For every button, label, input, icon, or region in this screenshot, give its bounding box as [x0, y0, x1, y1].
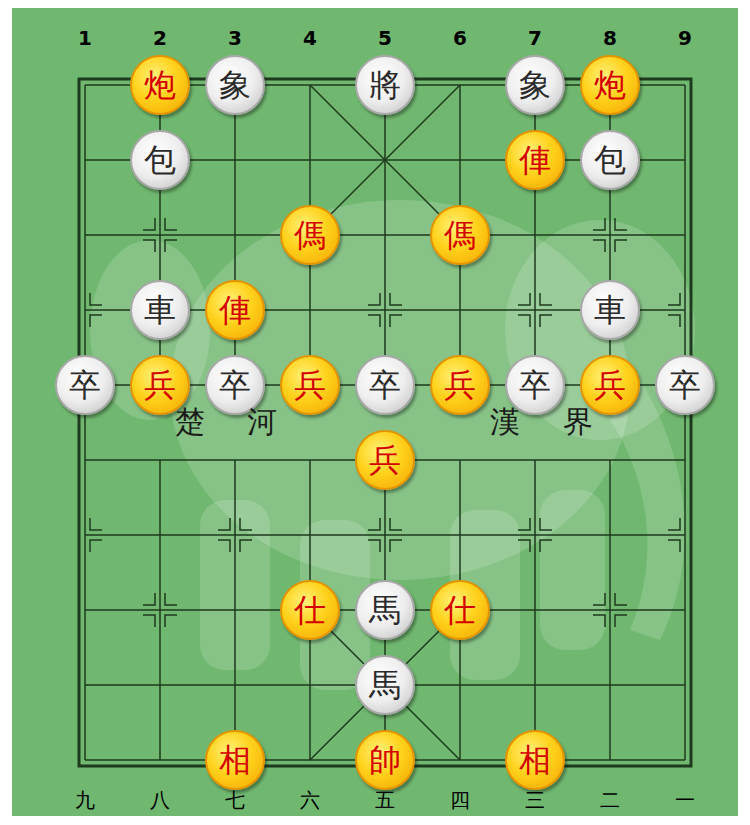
black-piece: 卒 — [355, 355, 415, 415]
piece-label: 馬 — [369, 594, 401, 626]
red-piece: 傌 — [430, 205, 490, 265]
river-text: 漢 — [490, 407, 520, 437]
black-piece: 象 — [205, 55, 265, 115]
red-piece: 兵 — [130, 355, 190, 415]
file-numeral: 四 — [450, 790, 470, 810]
black-piece: 包 — [580, 130, 640, 190]
piece-label: 傌 — [294, 219, 326, 251]
black-piece: 包 — [130, 130, 190, 190]
piece-label: 馬 — [369, 669, 401, 701]
piece-label: 包 — [144, 144, 176, 176]
piece-label: 象 — [519, 69, 551, 101]
piece-label: 卒 — [369, 369, 401, 401]
piece-label: 卒 — [69, 369, 101, 401]
red-piece: 兵 — [280, 355, 340, 415]
board-ground — [12, 8, 738, 816]
black-piece: 車 — [130, 280, 190, 340]
file-number: 8 — [603, 28, 617, 48]
file-number: 6 — [453, 28, 467, 48]
piece-label: 帥 — [369, 744, 401, 776]
piece-label: 卒 — [669, 369, 701, 401]
file-numeral: 九 — [75, 790, 95, 810]
black-piece: 將 — [355, 55, 415, 115]
position-marks — [90, 218, 680, 627]
file-number: 4 — [303, 28, 317, 48]
position-mark — [90, 218, 680, 627]
red-piece: 傌 — [280, 205, 340, 265]
red-piece: 兵 — [355, 430, 415, 490]
piece-label: 卒 — [219, 369, 251, 401]
red-piece: 俥 — [505, 130, 565, 190]
piece-label: 車 — [144, 294, 176, 326]
black-piece: 車 — [580, 280, 640, 340]
red-piece: 兵 — [580, 355, 640, 415]
elephant-watermark — [90, 200, 695, 690]
piece-label: 兵 — [594, 369, 626, 401]
black-piece: 象 — [505, 55, 565, 115]
board-frame — [79, 79, 691, 766]
file-number: 9 — [678, 28, 692, 48]
black-piece: 卒 — [205, 355, 265, 415]
river-text: 界 — [563, 407, 593, 437]
file-number: 7 — [528, 28, 542, 48]
piece-label: 俥 — [519, 144, 551, 176]
black-piece: 卒 — [55, 355, 115, 415]
file-numeral: 二 — [600, 790, 620, 810]
piece-label: 兵 — [144, 369, 176, 401]
piece-label: 相 — [519, 744, 551, 776]
file-numeral: 五 — [375, 790, 395, 810]
piece-label: 象 — [219, 69, 251, 101]
red-piece: 相 — [505, 730, 565, 790]
file-number: 1 — [78, 28, 92, 48]
red-piece: 俥 — [205, 280, 265, 340]
file-numeral: 七 — [225, 790, 245, 810]
red-piece: 相 — [205, 730, 265, 790]
red-piece: 帥 — [355, 730, 415, 790]
piece-label: 包 — [594, 144, 626, 176]
file-numeral: 六 — [300, 790, 320, 810]
red-piece: 仕 — [280, 580, 340, 640]
piece-label: 兵 — [294, 369, 326, 401]
piece-label: 兵 — [444, 369, 476, 401]
black-piece: 卒 — [655, 355, 715, 415]
piece-label: 將 — [369, 69, 401, 101]
piece-label: 炮 — [594, 69, 626, 101]
file-number: 2 — [153, 28, 167, 48]
piece-label: 卒 — [519, 369, 551, 401]
piece-label: 傌 — [444, 219, 476, 251]
piece-label: 俥 — [219, 294, 251, 326]
black-piece: 卒 — [505, 355, 565, 415]
piece-label: 車 — [594, 294, 626, 326]
grid-lines — [85, 85, 685, 760]
river-text: 楚 — [175, 407, 205, 437]
file-numeral: 一 — [675, 790, 695, 810]
piece-label: 炮 — [144, 69, 176, 101]
black-piece: 馬 — [355, 580, 415, 640]
river-text: 河 — [247, 407, 277, 437]
black-piece: 馬 — [355, 655, 415, 715]
file-numeral: 八 — [150, 790, 170, 810]
red-piece: 仕 — [430, 580, 490, 640]
piece-label: 兵 — [369, 444, 401, 476]
piece-label: 相 — [219, 744, 251, 776]
file-numeral: 三 — [525, 790, 545, 810]
file-number: 5 — [378, 28, 392, 48]
file-number: 3 — [228, 28, 242, 48]
red-piece: 兵 — [430, 355, 490, 415]
piece-label: 仕 — [294, 594, 326, 626]
red-piece: 炮 — [580, 55, 640, 115]
piece-label: 仕 — [444, 594, 476, 626]
red-piece: 炮 — [130, 55, 190, 115]
